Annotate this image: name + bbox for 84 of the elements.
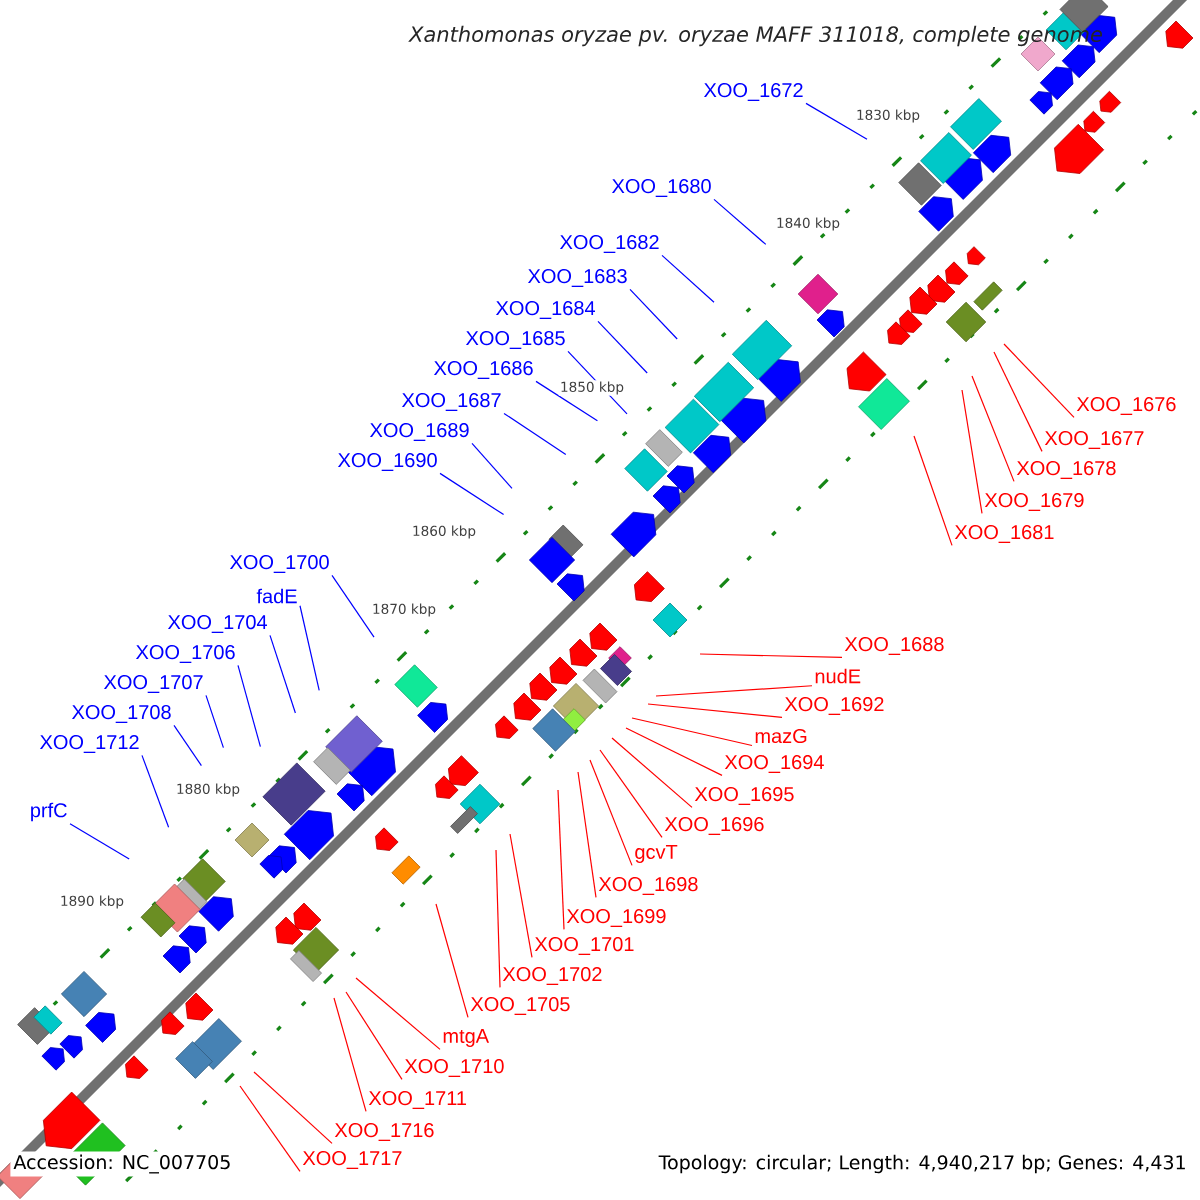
gene-label: XOO_1694 (724, 755, 824, 773)
leader-line (913, 435, 953, 546)
gene-label: XOO_1683 (528, 269, 627, 287)
leader-line (355, 977, 441, 1050)
gene-label: XOO_1712 (39, 735, 139, 753)
leader-line (495, 849, 501, 988)
leader-line (253, 1071, 333, 1144)
title: Xanthomonas oryzae pv. oryzae MAFF 311018, complete genome (408, 25, 1102, 47)
leader-line (435, 903, 469, 1018)
gene-label: mtgA (443, 1029, 490, 1047)
leader-line (597, 320, 648, 374)
gene-label: XOO_1705 (470, 997, 570, 1015)
leader-line (713, 198, 767, 245)
gene-label: XOO_1676 (1076, 397, 1176, 415)
gene-label: XOO_1682 (560, 235, 659, 253)
leader-line (1003, 343, 1075, 418)
gene-label: XOO_1690 (337, 453, 437, 471)
gene-label: prfC (31, 802, 67, 822)
genome-info-text: Topology: circular; Length: 4,940,217 bp; Genes: 4,431 (655, 1151, 1190, 1177)
leader-line (599, 749, 663, 838)
gene-label: XOO_1711 (368, 1091, 467, 1109)
leader-line (557, 789, 565, 930)
leader-line (589, 759, 633, 866)
gene-label: XOO_1680 (612, 179, 711, 197)
leader-line (629, 288, 678, 340)
leader-line (237, 664, 261, 748)
gene-label: XOO_1716 (334, 1123, 434, 1141)
gene-label: XOO_1704 (167, 615, 267, 633)
gene-label: XOO_1707 (103, 675, 203, 693)
gene-label: XOO_1695 (694, 787, 794, 805)
gene-label: XOO_1701 (534, 937, 634, 955)
leader-line (509, 833, 533, 958)
leader-line (625, 727, 723, 776)
leader-line (269, 634, 296, 714)
leader-line (331, 574, 375, 638)
gene-label: XOO_1706 (135, 645, 235, 663)
leader-line (631, 717, 753, 747)
leader-line (661, 254, 715, 303)
leader-line (503, 412, 567, 455)
gene-label: XOO_1700 (229, 555, 329, 573)
leader-line (611, 737, 693, 808)
leader-line (961, 389, 983, 514)
gene-label: XOO_1685 (466, 331, 565, 349)
gene-label: mazG (755, 728, 807, 744)
gene-label: XOO_1679 (984, 493, 1084, 511)
gene-label: XOO_1717 (302, 1151, 402, 1169)
leader-line (345, 991, 403, 1080)
accession-text: Accession: NC_007705 (10, 1151, 235, 1177)
leader-line (69, 823, 130, 860)
gene-label: XOO_1702 (502, 967, 602, 985)
leader-line (439, 472, 505, 516)
leader-line (699, 653, 843, 658)
gene-label: XOO_1678 (1016, 461, 1116, 479)
leader-line (471, 442, 513, 489)
gene-label: XOO_1696 (664, 817, 764, 835)
gene-label: XOO_1692 (784, 697, 884, 715)
leader-line (173, 724, 202, 767)
gene-label: XOO_1710 (404, 1059, 504, 1077)
gene-label: XOO_1687 (401, 393, 501, 411)
gene-label: XOO_1672 (704, 83, 803, 101)
gene-label: XOO_1698 (598, 877, 698, 895)
gene-label: gcvT (635, 845, 678, 863)
leader-line (239, 1085, 301, 1172)
leader-line (333, 997, 367, 1112)
leader-line (647, 703, 783, 718)
gene-label: XOO_1684 (496, 301, 595, 319)
leader-line (205, 694, 224, 749)
gene-label: nudE (815, 668, 861, 684)
gene-label: fadE (256, 588, 297, 604)
leader-line (971, 375, 1015, 482)
gene-label: XOO_1699 (566, 909, 666, 927)
gene-label: XOO_1681 (954, 525, 1054, 543)
leader-line (993, 351, 1043, 452)
leader-line (577, 771, 597, 898)
leader-line (535, 380, 598, 422)
leader-line (299, 605, 320, 691)
leader-line (141, 754, 170, 828)
leader-line (655, 685, 813, 697)
gene-label: XOO_1688 (844, 637, 944, 655)
leader-line (805, 102, 868, 140)
gene-label: XOO_1677 (1044, 431, 1144, 449)
gene-label: XOO_1686 (434, 361, 533, 379)
gene-label: XOO_1708 (71, 705, 171, 723)
gene-label: XOO_1689 (369, 423, 469, 441)
